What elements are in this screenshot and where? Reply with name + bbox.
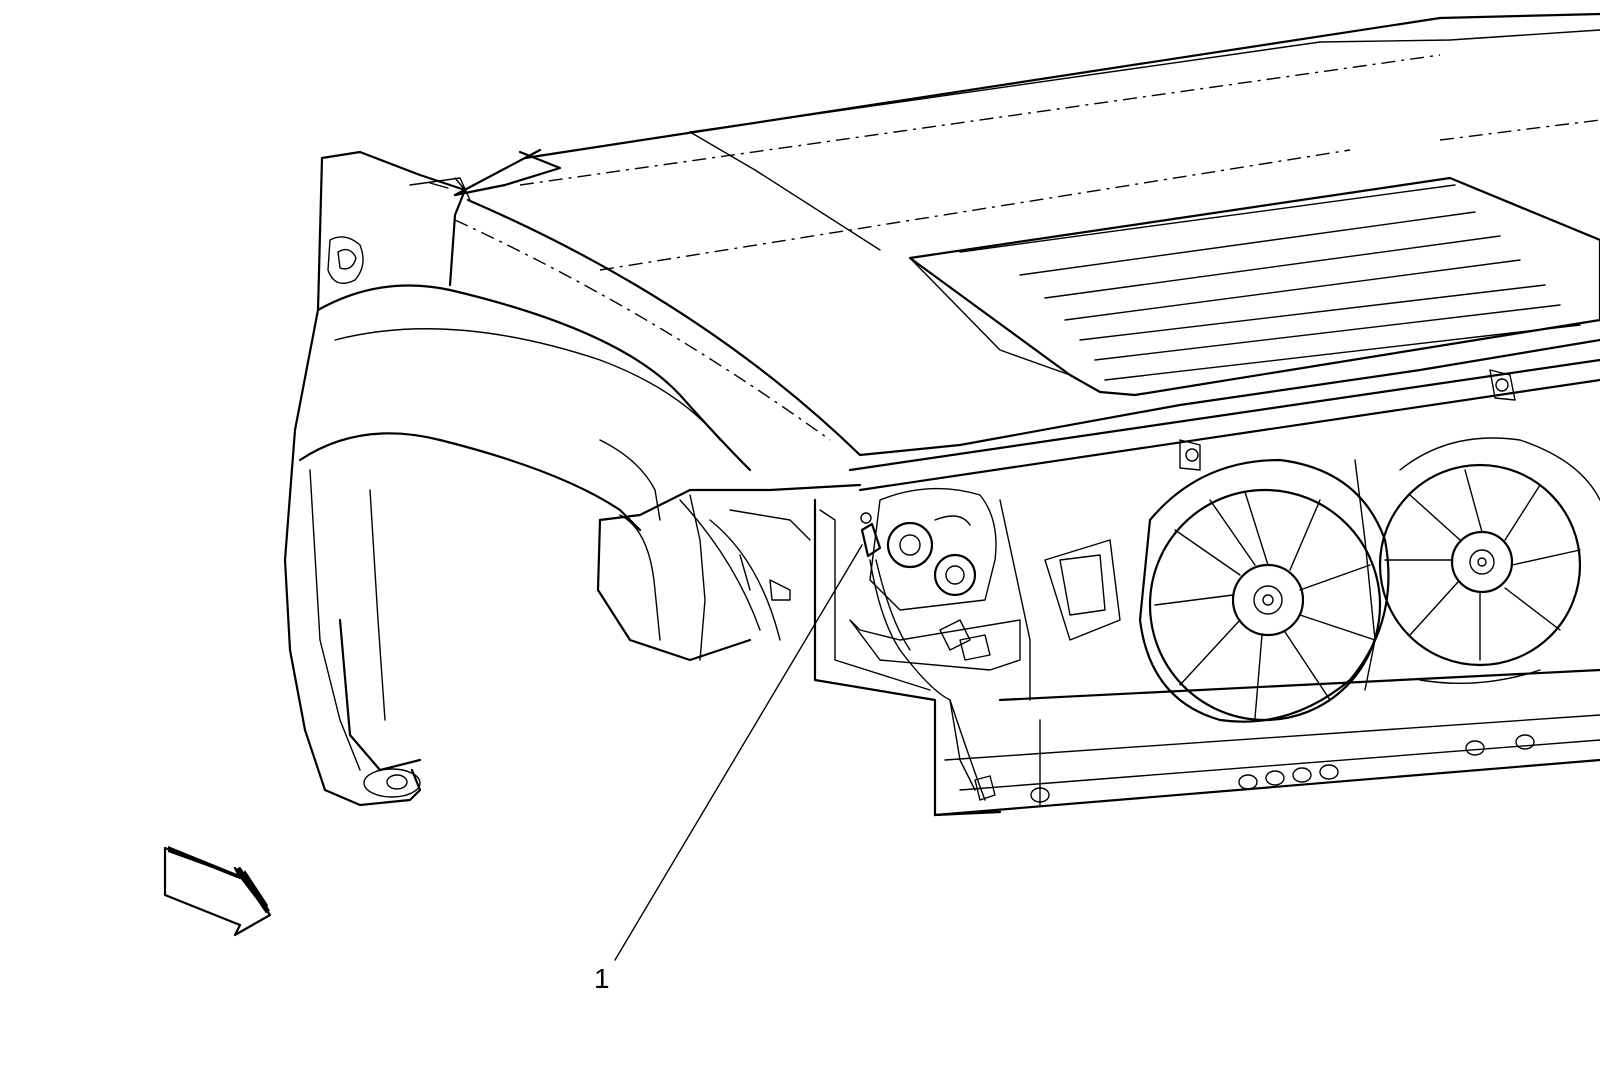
headlamp-housing xyxy=(596,483,862,662)
support-holes xyxy=(1238,734,1535,790)
callout-1-leader-line xyxy=(614,544,863,961)
callout-1: 1 xyxy=(594,544,863,994)
fender xyxy=(283,150,752,807)
callout-1-label: 1 xyxy=(594,963,610,994)
cooling-fan-right xyxy=(1378,437,1600,685)
hood xyxy=(453,12,1600,457)
cooling-fan-left xyxy=(1138,458,1390,723)
front-direction-arrow-icon xyxy=(163,846,272,937)
wiring-harness xyxy=(869,559,986,801)
horn-assembly xyxy=(860,487,997,801)
connector xyxy=(860,522,882,558)
hood-vent xyxy=(908,176,1600,397)
radiator-support xyxy=(813,358,1600,817)
